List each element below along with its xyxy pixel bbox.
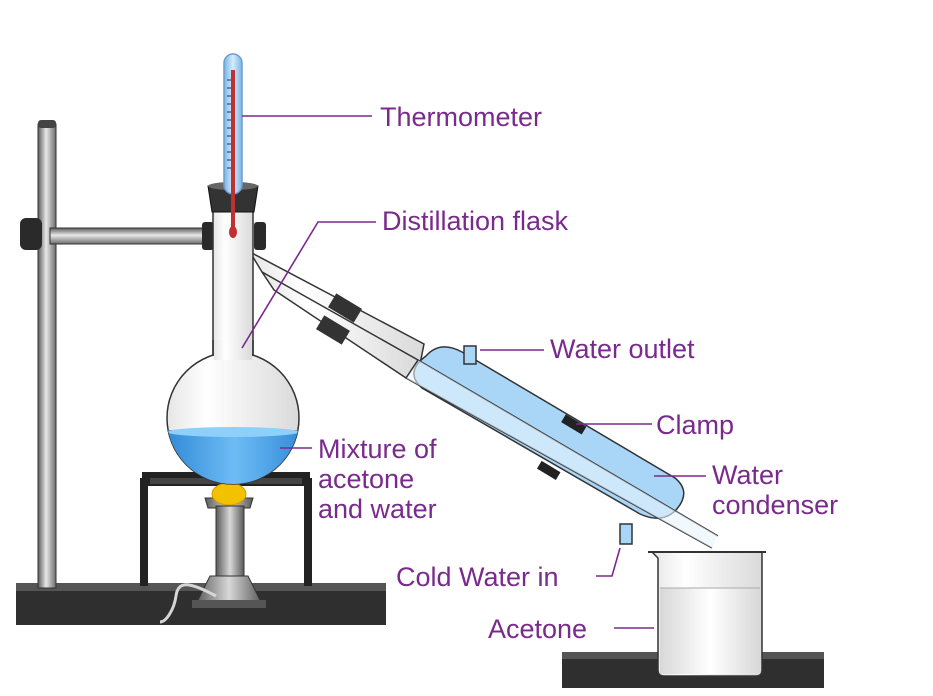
gas-hose [159,583,217,624]
clamp-jaw-left [202,222,214,250]
bunsen-burner [159,482,266,624]
leader-lines [241,115,706,629]
label-water-condenser-line1: Water [712,460,783,490]
water-outlet-nozzle [463,345,477,365]
label-mixture-line2: acetone [318,464,414,494]
clamp-knob-left [20,218,42,250]
condenser-clamp-top [561,414,587,435]
label-cold-water-in: Cold Water in [396,562,559,592]
label-mixture-line3: and water [318,494,437,524]
label-thermometer: Thermometer [380,102,542,132]
rubber-joint-top [328,293,362,323]
label-acetone: Acetone [488,614,587,644]
clamp-arm [49,227,211,245]
label-clamp: Clamp [656,410,734,440]
rubber-joint-bottom [316,315,350,345]
label-water-condenser-line2: condenser [712,490,838,520]
condenser-clamp-bottom [536,460,561,480]
stand-rod [37,123,57,589]
label-distillation-flask: Distillation flask [382,206,569,236]
clamp-jaw-right [254,222,266,250]
receiving-beaker [562,551,824,688]
flame [211,482,247,506]
label-mixture-line1: Mixture of [318,434,437,464]
labels: Thermometer Distillation flask Water out… [318,102,838,644]
thermometer [223,53,243,238]
water-condenser [261,271,719,549]
label-water-outlet: Water outlet [550,334,695,364]
collected-acetone [660,588,760,674]
water-inlet-nozzle [619,523,633,545]
